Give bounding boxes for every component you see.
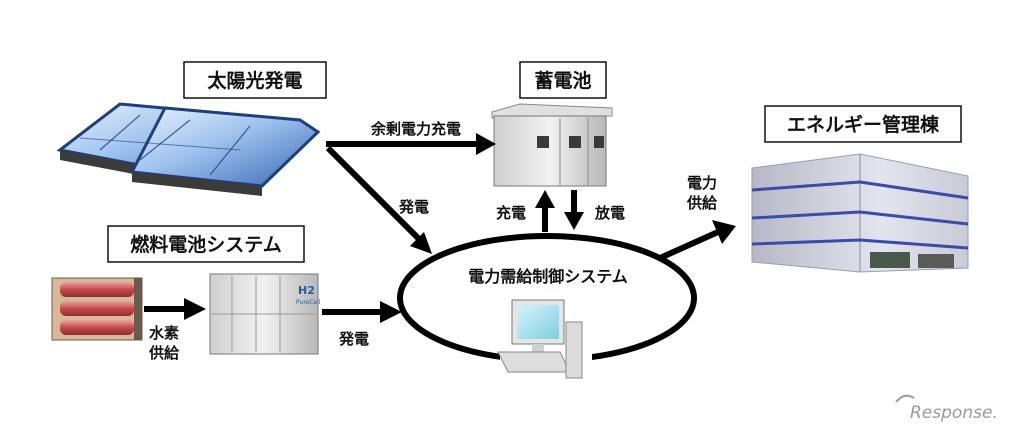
- label-power-supply-2: 供給: [686, 194, 718, 212]
- arrowhead-discharge: [564, 212, 584, 230]
- fuel-cell-image: H2 PureCell: [209, 273, 321, 355]
- flow-arrows: [144, 133, 736, 323]
- solar-panel-image: [56, 102, 321, 196]
- label-fuel-cell-generation: 発電: [338, 330, 369, 348]
- solar-title-box: 太陽光発電: [183, 61, 327, 99]
- storage-title-box: 蓄電池: [519, 61, 607, 99]
- fuel-cell-badge-main: H2: [298, 284, 315, 297]
- watermark-text: Response.: [910, 403, 998, 423]
- hydrogen-tank-image: [51, 277, 143, 341]
- label-hydrogen-supply-2: 供給: [148, 344, 180, 362]
- storage-battery-image: [491, 103, 613, 187]
- watermark-swoosh-icon: [895, 394, 915, 403]
- label-discharge: 放電: [594, 204, 625, 222]
- arrowhead-power-supply: [712, 220, 736, 244]
- label-hydrogen-supply-1: 水素: [149, 324, 179, 342]
- energy-building-image: [751, 153, 969, 273]
- solar-title: 太陽光発電: [207, 69, 302, 92]
- storage-title: 蓄電池: [534, 69, 591, 92]
- arrowhead-charge: [535, 190, 555, 208]
- energy-building-title-box: エネルギー管理棟: [764, 105, 962, 143]
- fuel-cell-badge-sub: PureCell: [296, 299, 321, 306]
- fuel-cell-title: 燃料電池システム: [130, 233, 281, 256]
- label-solar-generation: 発電: [398, 198, 429, 216]
- computer-image: [497, 299, 592, 410]
- arrowhead-solar-generation: [410, 232, 432, 254]
- control-system-title: 電力需給制御システム: [468, 267, 628, 286]
- label-power-supply-1: 電力: [687, 174, 717, 192]
- label-surplus-charge: 余剰電力充電: [370, 120, 461, 138]
- energy-building-title: エネルギー管理棟: [787, 113, 940, 136]
- label-charge: 充電: [496, 204, 526, 222]
- arrowhead-hydrogen-supply: [184, 298, 206, 320]
- watermark: Response.: [895, 394, 998, 423]
- arrowhead-fuel-cell-generation: [380, 301, 402, 323]
- arrowhead-surplus-charge: [476, 133, 496, 155]
- fuel-cell-title-box: 燃料電池システム: [107, 225, 305, 263]
